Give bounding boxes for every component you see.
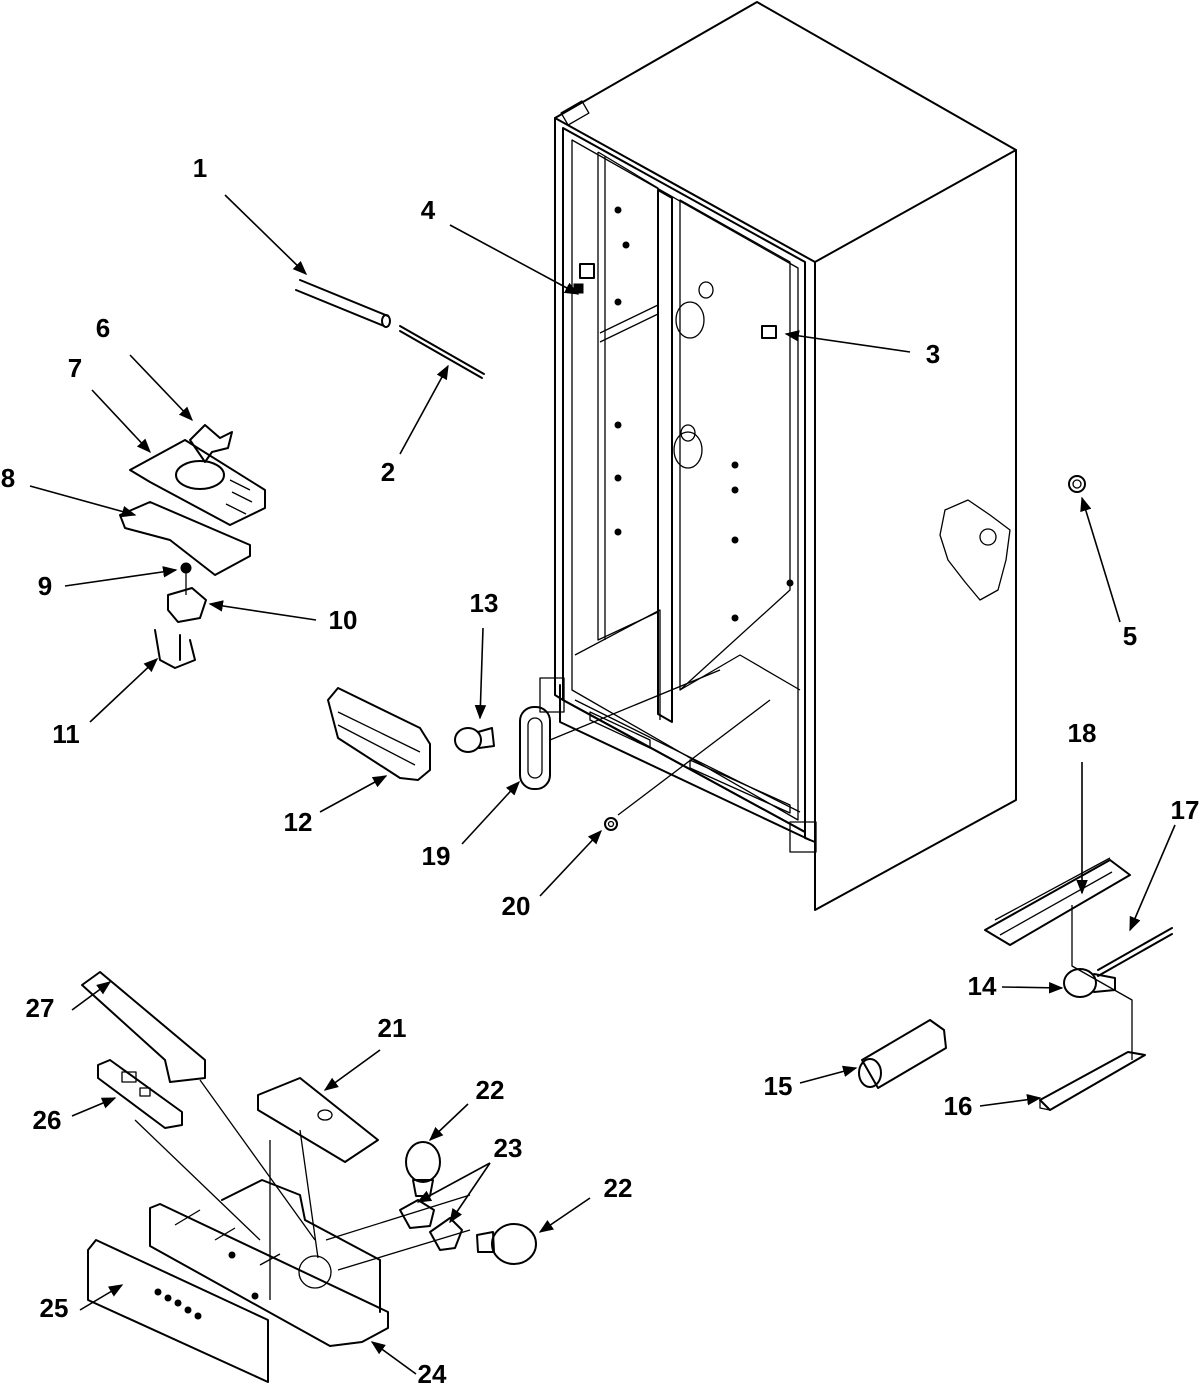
callout-8: 8 — [1, 463, 15, 493]
callout-19: 19 — [422, 841, 451, 871]
callout-22-lower: 22 — [604, 1173, 633, 1203]
part-14-filter-head — [1063, 968, 1116, 998]
callout-14: 14 — [968, 971, 997, 1001]
part-1-tube — [295, 279, 391, 328]
part-22-bulb-upper — [405, 1141, 441, 1197]
leader-arrows — [29, 194, 1176, 1375]
part-2-rod — [399, 325, 485, 379]
callout-17: 17 — [1171, 795, 1200, 825]
part-27-top-cover — [81, 971, 206, 1083]
callout-16: 16 — [944, 1091, 973, 1121]
callout-7: 7 — [68, 353, 82, 383]
part-12-light-shield — [327, 687, 431, 781]
part-5-plug — [1068, 475, 1086, 493]
part-10-motor — [167, 570, 207, 623]
part-19-switch — [519, 706, 551, 790]
callout-27: 27 — [26, 993, 55, 1023]
part-24-control-housing — [149, 1179, 389, 1347]
cabinet — [539, 1, 1017, 911]
part-26-control-board — [97, 1059, 183, 1129]
callout-2: 2 — [381, 457, 395, 487]
part-15-filter-cartridge — [858, 1019, 947, 1089]
callout-20: 20 — [502, 891, 531, 921]
part-8-frame — [119, 501, 251, 576]
part-18-filter-bracket — [984, 857, 1131, 946]
part-6-fan-blade — [189, 424, 233, 463]
callout-15: 15 — [764, 1071, 793, 1101]
callout-9: 9 — [38, 571, 52, 601]
callout-25: 25 — [40, 1293, 69, 1323]
callout-12: 12 — [284, 807, 313, 837]
callout-3: 3 — [926, 339, 940, 369]
callout-5: 5 — [1123, 621, 1137, 651]
part-13-bulb — [454, 727, 495, 753]
part-22-bulb-lower — [476, 1223, 537, 1265]
callout-10: 10 — [329, 605, 358, 635]
part-16-filter-cover — [1039, 1051, 1146, 1111]
part-3-clip — [761, 325, 777, 339]
callout-1: 1 — [193, 153, 207, 183]
callout-18: 18 — [1068, 718, 1097, 748]
callout-26: 26 — [33, 1105, 62, 1135]
part-17-water-tube — [1097, 927, 1173, 977]
callouts: 1 2 3 4 5 6 7 8 9 10 11 12 13 14 15 16 1… — [1, 153, 1200, 1387]
part-7-fan-housing — [129, 439, 266, 526]
callout-21: 21 — [378, 1013, 407, 1043]
callout-13: 13 — [470, 588, 499, 618]
callout-23: 23 — [494, 1133, 523, 1163]
part-23-sockets — [399, 1199, 463, 1251]
callout-24: 24 — [418, 1359, 447, 1387]
callout-6: 6 — [96, 313, 110, 343]
part-11-bracket — [154, 629, 196, 669]
callout-11: 11 — [52, 719, 80, 749]
callout-22-upper: 22 — [476, 1075, 505, 1105]
callout-4: 4 — [421, 195, 436, 225]
part-21-light-cover — [257, 1077, 379, 1163]
assembly-lines — [134, 669, 1133, 1300]
part-20-grommet — [604, 817, 618, 831]
part-4-bracket — [573, 263, 595, 294]
part-25-label-panel — [87, 1239, 269, 1383]
